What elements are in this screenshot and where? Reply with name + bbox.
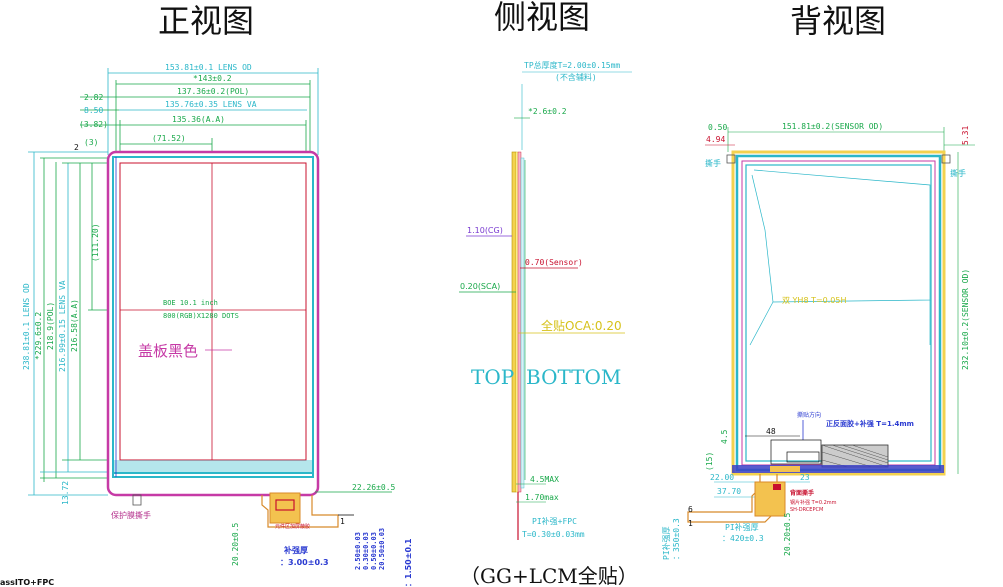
front-pin-1: 1: [340, 517, 345, 526]
front-dim-250: 2.50±0.03: [354, 532, 362, 570]
front-panel-line2: 800(RGB)X1280 DOTS: [163, 312, 239, 320]
back-dir-label: 撕贴方向: [797, 411, 821, 419]
side-bottom-label: BOTTOM: [526, 365, 621, 389]
front-protect-tab: [132, 494, 142, 506]
back-red-1: 背面撕手: [790, 489, 814, 497]
back-tab-right: [941, 154, 951, 164]
front-fpc: 元件区加屏蔽胶 1: [261, 492, 354, 530]
side-pi-fpc: PI补强+FPC: [532, 516, 577, 526]
side-lcm: [520, 157, 525, 489]
front-dim-2020: 20.20±0.5: [231, 522, 240, 566]
back-tab-left-label: 撕手: [705, 158, 721, 168]
front-cover-label: 盖板黑色: [138, 342, 198, 360]
front-dim-2226: 22.26±0.5: [352, 483, 396, 492]
front-dim-282: 2.82: [84, 93, 103, 102]
front-dim-3: (3): [84, 138, 98, 147]
front-aa-height: 216.58(A.A): [70, 299, 79, 352]
side-tp-note: (不含辅料): [555, 72, 597, 82]
side-fpc-thickness: T=0.30±0.03mm: [522, 530, 585, 539]
front-top-dimensions: [80, 68, 319, 160]
front-dim-030: 0.30±0.03: [362, 532, 370, 570]
side-dim-26: *2.6±0.2: [528, 107, 567, 116]
back-dim-45: 4.5: [720, 429, 729, 444]
side-sensor-label: 0.70(Sensor): [525, 258, 583, 267]
front-dim-150: ：1.50±0.1: [404, 538, 413, 587]
front-dim-382: (3.82): [79, 120, 108, 129]
side-oca: [515, 151, 519, 493]
back-red-3: SH-DRCEPCM: [790, 507, 823, 513]
side-sca: 0.20(SCA): [460, 282, 500, 291]
side-cg: 1.10(CG): [467, 226, 503, 235]
back-dim-2200: 22.00: [710, 473, 734, 482]
front-bottom-strip: [113, 460, 313, 473]
front-view-area: [112, 156, 314, 478]
front-view-title: 正视图: [158, 2, 254, 40]
front-protect-label: 保护膜撕手: [111, 510, 151, 520]
front-view: 153.81±0.1 LENS OD *143±0.2 2.82 137.36±…: [22, 63, 413, 587]
side-max45: 4.5MAX: [530, 475, 559, 484]
back-dim-531: 5.31: [961, 126, 970, 145]
back-pin-6: 6: [688, 505, 693, 514]
back-dim-3770: 37.70: [717, 487, 741, 496]
front-active-area: [119, 162, 307, 461]
back-sensor-od-width: 151.81±0.2(SENSOR OD): [782, 122, 883, 131]
back-pin-1: 1: [688, 519, 693, 528]
side-oca-label: 全贴OCA:0.20: [541, 318, 622, 333]
back-top-dimensions: [705, 127, 975, 152]
back-pi-thick-value: ：350±0.3: [672, 518, 681, 560]
back-film-label: 双 YH8 T=0.05H: [782, 296, 847, 305]
back-tab-left: [726, 154, 736, 164]
front-pol-height: 218.9(POL): [46, 302, 55, 350]
back-dim-15: (15): [705, 452, 714, 471]
back-pi-value: ：420±0.3: [722, 534, 764, 543]
side-view: TP总厚度T=2.00±0.15mm (不含辅料) *2.6±0.2 1.10(…: [459, 60, 632, 540]
back-tape-label: 正反面胶+补强 T=1.4mm: [826, 419, 914, 428]
front-dim-850: 8.50: [84, 106, 103, 115]
front-dim-2: 2: [74, 143, 79, 152]
back-pi-label: PI补强厚: [725, 522, 759, 532]
front-dim-143: *143±0.2: [193, 74, 232, 83]
side-view-title: 侧视图: [494, 0, 590, 36]
front-cover-glass: [106, 150, 320, 497]
side-sensor: [517, 151, 522, 493]
back-dim-494: 4.94: [706, 135, 725, 144]
front-panel-line1: BOE 10.1 inch: [163, 299, 218, 307]
back-red-2: 钢片补强 T=0.2mm: [790, 499, 837, 506]
back-film-outline: [751, 169, 931, 303]
front-stiffener-label: 补强厚: [283, 545, 308, 555]
back-dim-050: 0.50: [708, 123, 727, 132]
footer-note: （GG+LCM全贴）: [460, 564, 638, 587]
back-frame: [731, 150, 946, 476]
corner-note: assITO+FPC: [0, 578, 54, 587]
front-dim-1372: 13.72: [61, 481, 70, 505]
front-left-dimensions: [28, 151, 120, 496]
front-lens-va-height: 216.99±0.15 LENS VA: [58, 280, 67, 372]
side-max170: 1.70max: [525, 493, 559, 502]
front-dim-2050: 20.50±0.03: [378, 528, 386, 570]
side-top-label: TOP: [471, 365, 514, 389]
front-stiffener-value: ：3.00±0.3: [280, 558, 329, 567]
back-sensor-od-height: 232.10±0.2(SENSOR OD): [961, 269, 970, 370]
back-view: 0.50 4.94 151.81±0.2(SENSOR OD) 5.31 撕手 …: [661, 122, 975, 560]
back-view-title: 背视图: [790, 2, 886, 40]
back-dim-23: 23: [800, 473, 810, 482]
front-lens-od-height: 238.81±0.1 LENS OD: [22, 283, 31, 370]
back-pi-thick: PI补强厚: [661, 526, 671, 560]
back-dim-48: 48: [766, 427, 776, 436]
front-aa-width: 135.36(A.A): [172, 115, 225, 124]
front-dim-050: 0.50±0.03: [370, 532, 378, 570]
front-dim-7152: (71.52): [152, 134, 186, 143]
front-lens-od-width: 153.81±0.1 LENS OD: [165, 63, 252, 72]
front-fpc-label: 元件区加屏蔽胶: [275, 523, 310, 530]
front-dim-2296: *229.6±0.2: [34, 312, 43, 360]
side-cover-glass: [511, 151, 517, 493]
front-pol-width: 137.36±0.2(POL): [177, 87, 249, 96]
back-fpc: 6 1: [687, 474, 786, 528]
front-lens-va-width: 135.76±0.35 LENS VA: [165, 100, 257, 109]
front-dim-11120: (111.20): [91, 223, 100, 262]
back-dim-2020: 20.20±0.5: [783, 512, 792, 556]
side-tp-total: TP总厚度T=2.00±0.15mm: [524, 60, 620, 70]
